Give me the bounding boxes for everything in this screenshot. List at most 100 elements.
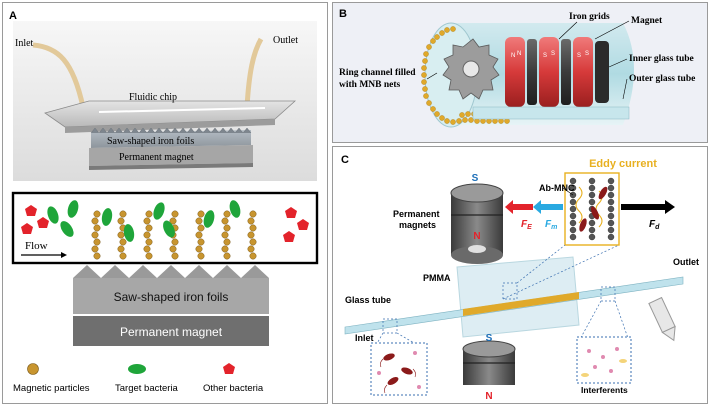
captured-bacteria	[579, 186, 608, 232]
magnet-3d	[89, 145, 253, 166]
ring-channel-label-1: Ring channel filled	[339, 68, 416, 78]
top-magnet-pole-n: N	[473, 231, 480, 242]
force-m-arrowhead	[533, 200, 541, 214]
capture-zone	[463, 292, 579, 316]
saw-foils-label: Saw-shaped iron foils	[114, 290, 229, 304]
panel-letter-a: A	[9, 10, 17, 22]
chain-6	[221, 210, 231, 260]
legend: Magnetic particles Target bacteria Other…	[13, 363, 264, 394]
bottom-magnet-cap	[462, 340, 516, 358]
iron-grids-label: Iron grids	[569, 12, 610, 22]
force-m-arrow	[541, 204, 563, 210]
panel-letter-c: C	[341, 154, 349, 166]
chip-channel	[98, 107, 266, 113]
permanent-magnet-label: Permanent magnet	[120, 325, 223, 339]
magnet-label: Magnet	[631, 16, 663, 26]
target-bacteria-group	[47, 200, 241, 242]
chain-3	[143, 210, 153, 260]
force-d-arrow	[621, 204, 665, 210]
inner-glass-tube-label: Inner glass tube	[629, 54, 694, 64]
panel-a: A Inlet Outlet Fluidic chip Saw-shaped i…	[2, 2, 328, 404]
outlet-label-c: Outlet	[673, 257, 699, 267]
top-magnet-cylinder	[451, 193, 503, 255]
other-bacteria-group	[21, 205, 309, 242]
force-d-arrowhead	[665, 200, 675, 214]
svg-text:S: S	[577, 53, 581, 59]
outlet-interferents	[587, 347, 619, 373]
bottom-magnet-pole-s: S	[486, 333, 493, 344]
chain-7	[247, 210, 257, 260]
magnet-3d-edge	[89, 163, 253, 170]
outlet-particles	[581, 359, 627, 377]
svg-text:N: N	[511, 53, 515, 59]
ab-mnc-label: Ab-MNC	[539, 183, 575, 193]
force-e-label: FE	[521, 219, 532, 231]
force-e-arrowhead	[505, 200, 513, 214]
fluidic-chip-label: Fluidic chip	[129, 92, 177, 103]
magnet-ring-2	[539, 37, 559, 107]
panel-a-figure: A Inlet Outlet Fluidic chip Saw-shaped i…	[9, 10, 319, 394]
magnet-leader	[594, 20, 630, 40]
inlet-label-c: Inlet	[355, 333, 374, 343]
magnet-ring-3	[573, 37, 593, 107]
top-magnet-pole-s: S	[472, 173, 479, 184]
ring-channel-leader	[426, 72, 438, 80]
inner-glass-tube	[472, 106, 630, 120]
force-d-label: Fd	[649, 219, 660, 231]
zoom-connectors	[374, 244, 630, 348]
chain-2	[117, 210, 127, 260]
magnet-ring-end	[595, 41, 609, 103]
top-magnet-hole	[468, 245, 486, 253]
ring-channel-label-2: with MNB nets	[339, 80, 401, 90]
svg-text:N: N	[517, 51, 521, 57]
chain-1	[91, 210, 101, 260]
magnet-3d-label: Permanent magnet	[119, 152, 194, 163]
flow-label: Flow	[25, 240, 48, 252]
force-e-arrow	[513, 204, 533, 210]
svg-text:S: S	[543, 53, 547, 59]
interferents-label: Interferents	[581, 385, 628, 395]
magnetic-particle-chains	[91, 210, 257, 260]
svg-text:S: S	[551, 51, 555, 57]
top-magnet-cap	[450, 183, 504, 203]
fluidic-chip	[44, 100, 297, 128]
iron-grid-1	[527, 39, 537, 105]
gear-face	[442, 38, 500, 100]
panel-c: C Eddy current Ab-MNC FE Fm Fd S N Perma…	[332, 146, 708, 404]
inner-tube-leader	[608, 58, 628, 68]
saw-foils-block	[73, 278, 269, 314]
panel-letter-b: B	[339, 8, 347, 20]
legend-target-bacteria: Target bacteria	[115, 383, 179, 394]
inlet-label: Inlet	[15, 38, 34, 49]
eddy-current-label: Eddy current	[589, 158, 657, 170]
outer-tube-leader	[622, 78, 628, 100]
legend-magnetic-particles: Magnetic particles	[13, 383, 90, 394]
collection-tube-icon	[648, 296, 676, 342]
chain-5	[195, 210, 205, 260]
outlet-label: Outlet	[273, 35, 298, 46]
glass-tube-label: Glass tube	[345, 295, 391, 305]
magnet-ring-1	[505, 37, 525, 107]
permanent-magnets-label-1: Permanent	[393, 209, 440, 219]
saw-foils-3d	[91, 130, 251, 148]
saw-foils-3d-label: Saw-shaped iron foils	[107, 136, 194, 147]
force-m-label: Fm	[545, 219, 557, 231]
panel-c-figure: C Eddy current Ab-MNC FE Fm Fd S N Perma…	[341, 154, 699, 402]
legend-other-bacteria-icon	[223, 363, 235, 374]
legend-other-bacteria: Other bacteria	[203, 383, 264, 394]
saw-teeth	[73, 265, 269, 278]
iron-grids-leader	[558, 21, 578, 40]
outer-glass-tube-label: Outer glass tube	[629, 74, 695, 84]
inlet-bacteria	[383, 353, 413, 385]
ab-mnc-leader	[562, 187, 574, 196]
permanent-magnet-block	[73, 316, 269, 346]
pmma-label: PMMA	[423, 273, 451, 283]
legend-target-bacteria-icon	[128, 364, 146, 374]
permanent-magnets-label-2: magnets	[399, 220, 436, 230]
iron-grid-2	[561, 39, 571, 105]
mnc-chains	[569, 177, 615, 241]
inlet-interferents	[377, 351, 421, 389]
outlet-tube	[244, 37, 264, 108]
